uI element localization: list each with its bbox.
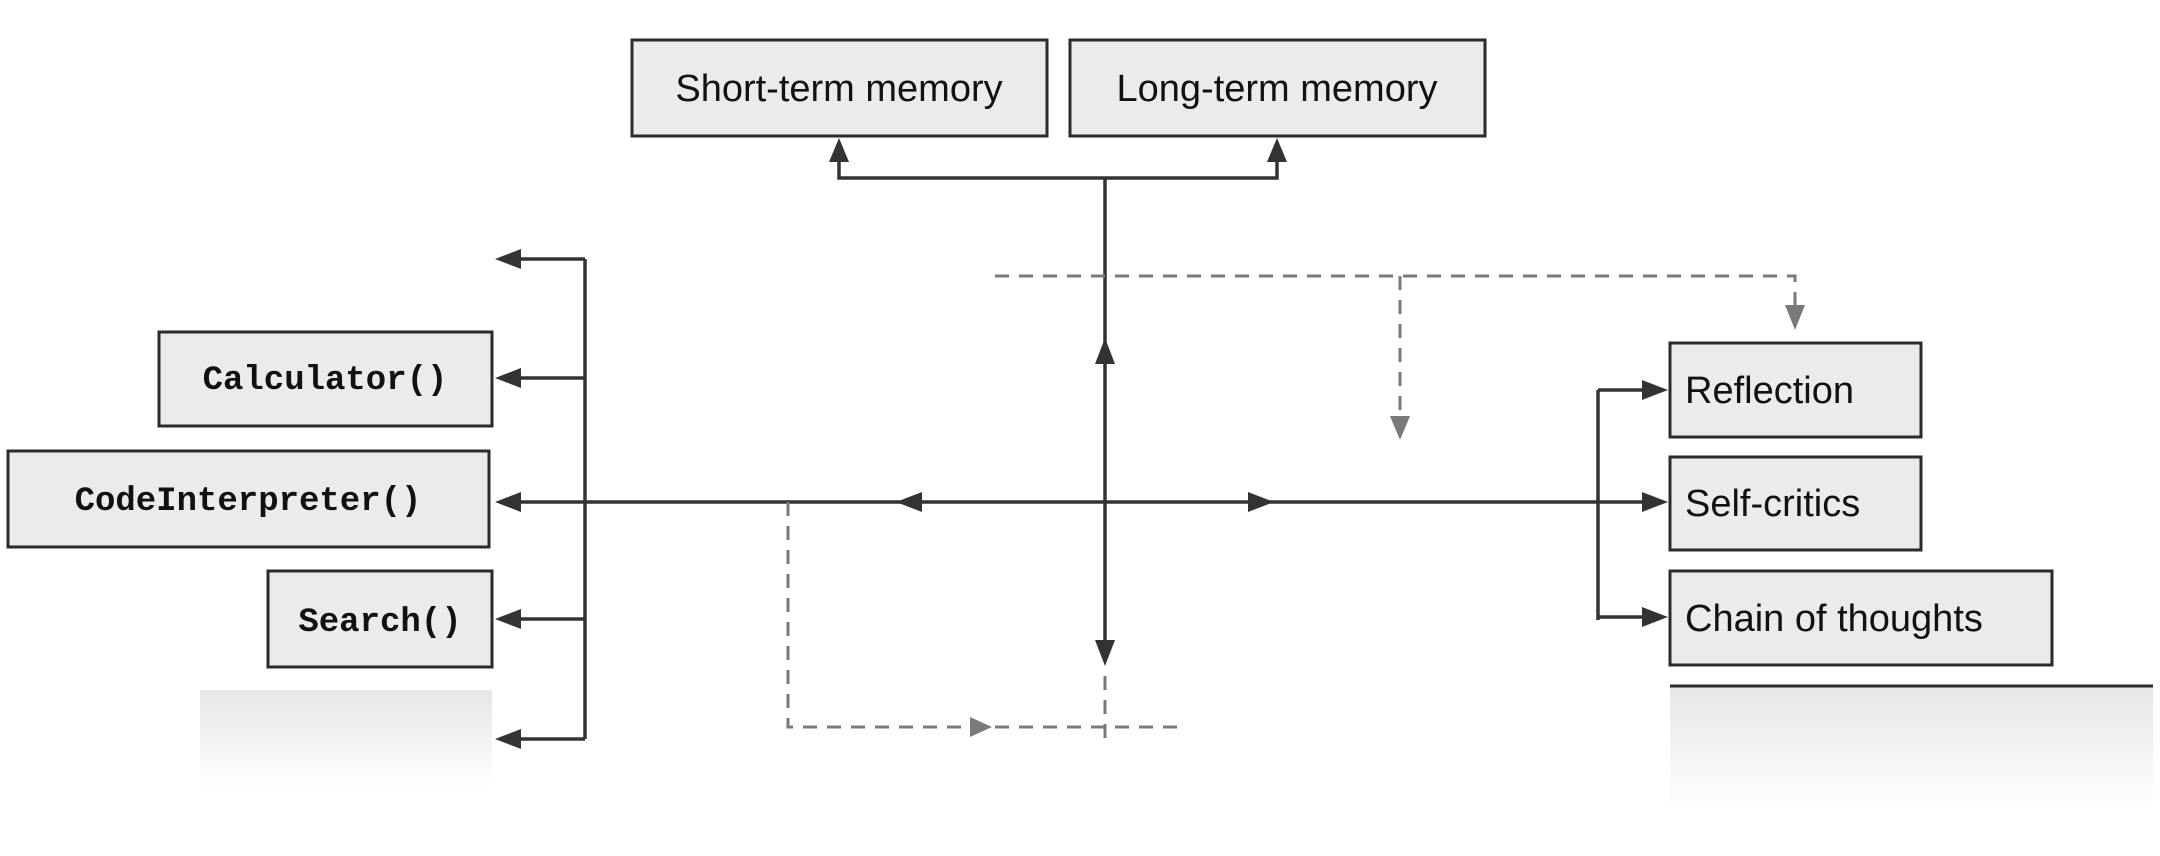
memory-bracket-connector: [837, 158, 1279, 180]
arrowhead-dashed-mid: [1390, 416, 1410, 440]
self-critics-box: Self-critics: [1668, 455, 1923, 552]
arrowhead-center-up: [1095, 338, 1115, 364]
chain-of-thoughts-label: Chain of thoughts: [1685, 598, 1983, 640]
arrowhead-tool-top: [495, 249, 521, 269]
faded-planning-box: [1670, 684, 2153, 811]
short-term-memory-label: Short-term memory: [675, 68, 1002, 110]
code-interpreter-label: CodeInterpreter(): [75, 483, 422, 521]
arrowhead-short-term: [829, 138, 849, 162]
short-term-memory-box: Short-term memory: [630, 38, 1049, 138]
dashed-bottom-connector: [786, 502, 1185, 729]
arrowhead-dashed-bottom: [970, 717, 992, 737]
arrowhead-center-right: [1248, 492, 1274, 512]
search-box: Search(): [266, 569, 494, 669]
arrowhead-self-critics: [1642, 492, 1668, 512]
arrowhead-tool-bottom: [495, 729, 521, 749]
faded-tool-box: [200, 690, 492, 788]
arrowhead-reflection: [1642, 380, 1668, 400]
dashed-top-connector: [995, 274, 1797, 305]
reflection-box: Reflection: [1668, 341, 1923, 439]
arrowhead-center-left: [896, 492, 922, 512]
long-term-memory-box: Long-term memory: [1068, 38, 1487, 138]
arrowhead-center-down: [1095, 640, 1115, 666]
calculator-box: Calculator(): [157, 330, 494, 428]
arrowhead-calculator: [495, 368, 521, 388]
reflection-label: Reflection: [1685, 370, 1854, 412]
arrowhead-code-interpreter: [495, 492, 521, 512]
search-label: Search(): [298, 604, 461, 642]
arrowhead-dashed-reflection: [1785, 305, 1805, 330]
arrowhead-search: [495, 609, 521, 629]
self-critics-label: Self-critics: [1685, 483, 1860, 525]
chain-of-thoughts-box: Chain of thoughts: [1668, 569, 2054, 667]
code-interpreter-box: CodeInterpreter(): [6, 449, 491, 549]
arrowhead-long-term: [1267, 138, 1287, 162]
long-term-memory-label: Long-term memory: [1117, 68, 1438, 110]
arrowhead-chain-of-thoughts: [1642, 607, 1668, 627]
calculator-label: Calculator(): [203, 362, 448, 400]
